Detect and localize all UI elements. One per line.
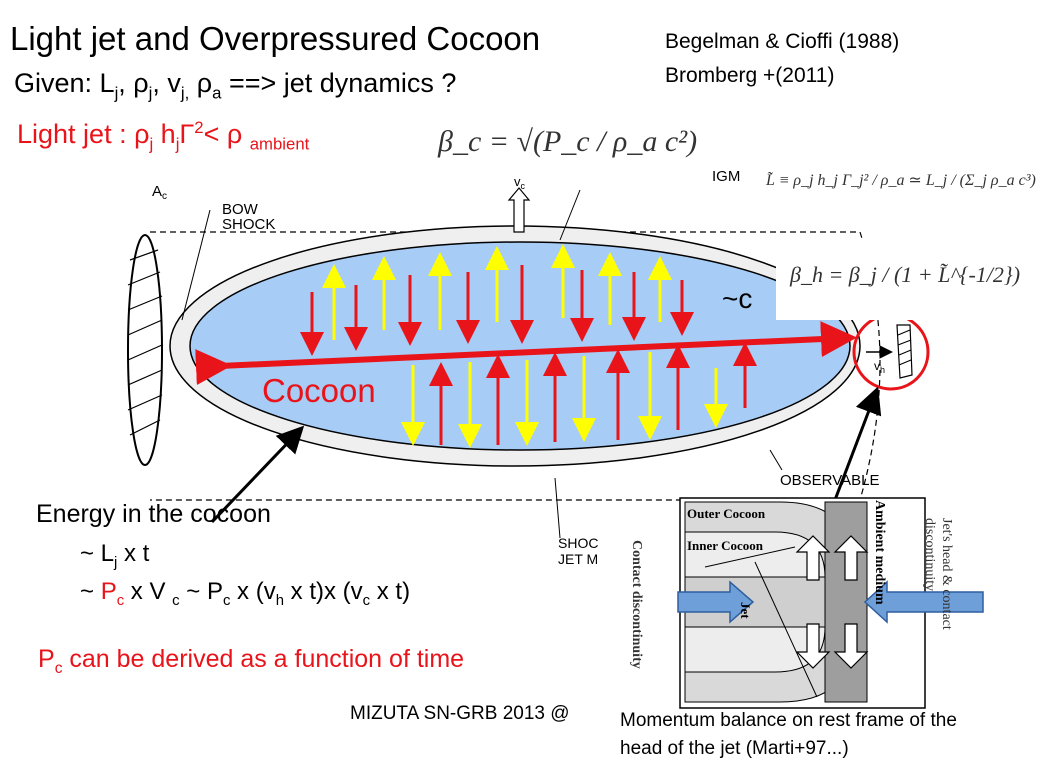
- bow-label: BOW: [222, 201, 259, 218]
- jet-head-inset: Outer Cocoon Inner Cocoon Jet Contact di…: [625, 492, 984, 710]
- energy-line-1: ~ Lj x t: [80, 540, 150, 571]
- jetm-label: JET M: [558, 551, 598, 567]
- ambient-medium-label: Ambient medium: [872, 500, 887, 605]
- vc-label: vc: [514, 174, 526, 191]
- jet-head-shape: [896, 324, 913, 379]
- footer-credit: MIZUTA SN-GRB 2013 @: [350, 703, 570, 724]
- inner-cocoon-label: Inner Cocoon: [687, 538, 763, 553]
- given-line: Given: Lj, ρj, vj, ρa ==> jet dynamics ?: [14, 68, 457, 103]
- jet-head-circle: [852, 313, 930, 391]
- beta-c-equation: β_c = √(P_c / ρ_a c²): [432, 125, 704, 159]
- beta-h-panel: [776, 240, 1023, 320]
- jets-head-label: Jet's head & contact discontinuity: [922, 518, 954, 630]
- light-jet-condition: Light jet : ρj hjΓ2< ρ ambient: [17, 118, 310, 154]
- derive-statement: Pc can be derived as a function of time: [38, 645, 465, 677]
- energy-line-2: ~ Pc x V c ~ Pc x (vh x t)x (vc x t): [80, 578, 411, 609]
- outer-cocoon-label: Outer Cocoon: [687, 506, 766, 521]
- slide-title: Light jet and Overpressured Cocoon: [10, 20, 541, 57]
- cocoon-label: Cocoon: [262, 372, 376, 409]
- beta-h-equation: β_h = β_j / (1 + L̃^{-1/2}): [790, 262, 1021, 287]
- contact-discontinuity-label: Contact discontinuity: [629, 540, 644, 669]
- reference-bromberg: Bromberg +(2011): [665, 64, 835, 87]
- jet-label: Jet: [738, 602, 753, 619]
- reference-begelman: Begelman & Cioffi (1988): [665, 30, 900, 53]
- ac-label: Ac: [152, 183, 167, 202]
- inner-cocoon: [189, 241, 851, 451]
- observable-label: OBSERVABLE: [780, 472, 880, 489]
- vh-label: vh: [874, 359, 885, 375]
- jet-axis-arrow: [195, 321, 857, 386]
- speed-of-light-label: ~c: [722, 283, 753, 314]
- shoc-label: SHOC: [558, 535, 598, 551]
- energy-pointer-arrow: [210, 425, 305, 524]
- igm-label: IGM: [712, 168, 740, 185]
- l-tilde-equation: L̃ ≡ ρ_j h_j Γ_j² / ρ_a ≃ L_j / (Σ_j ρ_a…: [762, 168, 1040, 192]
- inset-caption: Momentum balance on rest frame of the he…: [620, 710, 957, 759]
- ac-hatched-disk: [127, 234, 163, 466]
- shock-label: SHOCK: [222, 216, 275, 233]
- energy-title: Energy in the cocoon: [36, 500, 271, 528]
- vc-arrow: [507, 187, 531, 233]
